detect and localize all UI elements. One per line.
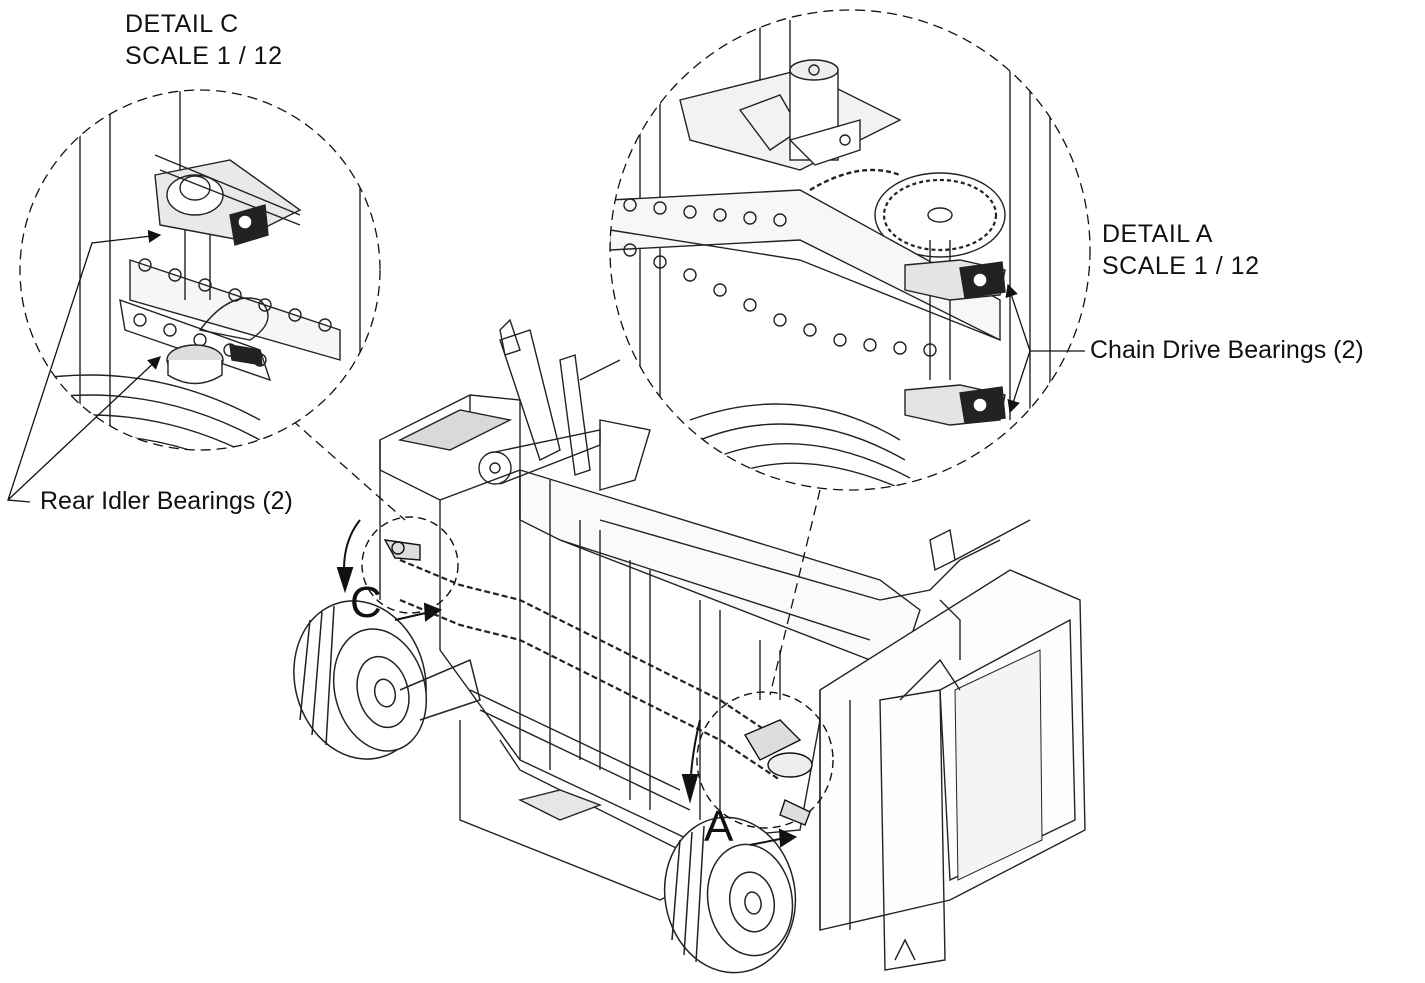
chain-drive-bearings-callout: Chain Drive Bearings (2)	[1090, 336, 1364, 364]
detail-c-scale: SCALE 1 / 12	[125, 42, 283, 70]
machine-body	[379, 318, 1086, 971]
view-letter-a: A	[704, 802, 734, 851]
detail-a-title: DETAIL A	[1102, 220, 1213, 248]
front-wheel	[663, 816, 797, 974]
view-letter-c: C	[350, 578, 382, 627]
rear-idler-bearings-callout: Rear Idler Bearings (2)	[40, 487, 293, 515]
detail-c-view	[19, 89, 381, 451]
callout-leaders	[7, 229, 1085, 503]
detail-a-marker	[696, 691, 834, 829]
detail-c-title: DETAIL C	[125, 10, 239, 38]
section-arrows	[336, 519, 798, 848]
detail-leaders	[291, 419, 821, 696]
detail-c-marker	[361, 516, 459, 614]
detail-a-view	[609, 9, 1091, 491]
rear-wheel	[293, 600, 481, 760]
detail-a-scale: SCALE 1 / 12	[1102, 252, 1260, 280]
